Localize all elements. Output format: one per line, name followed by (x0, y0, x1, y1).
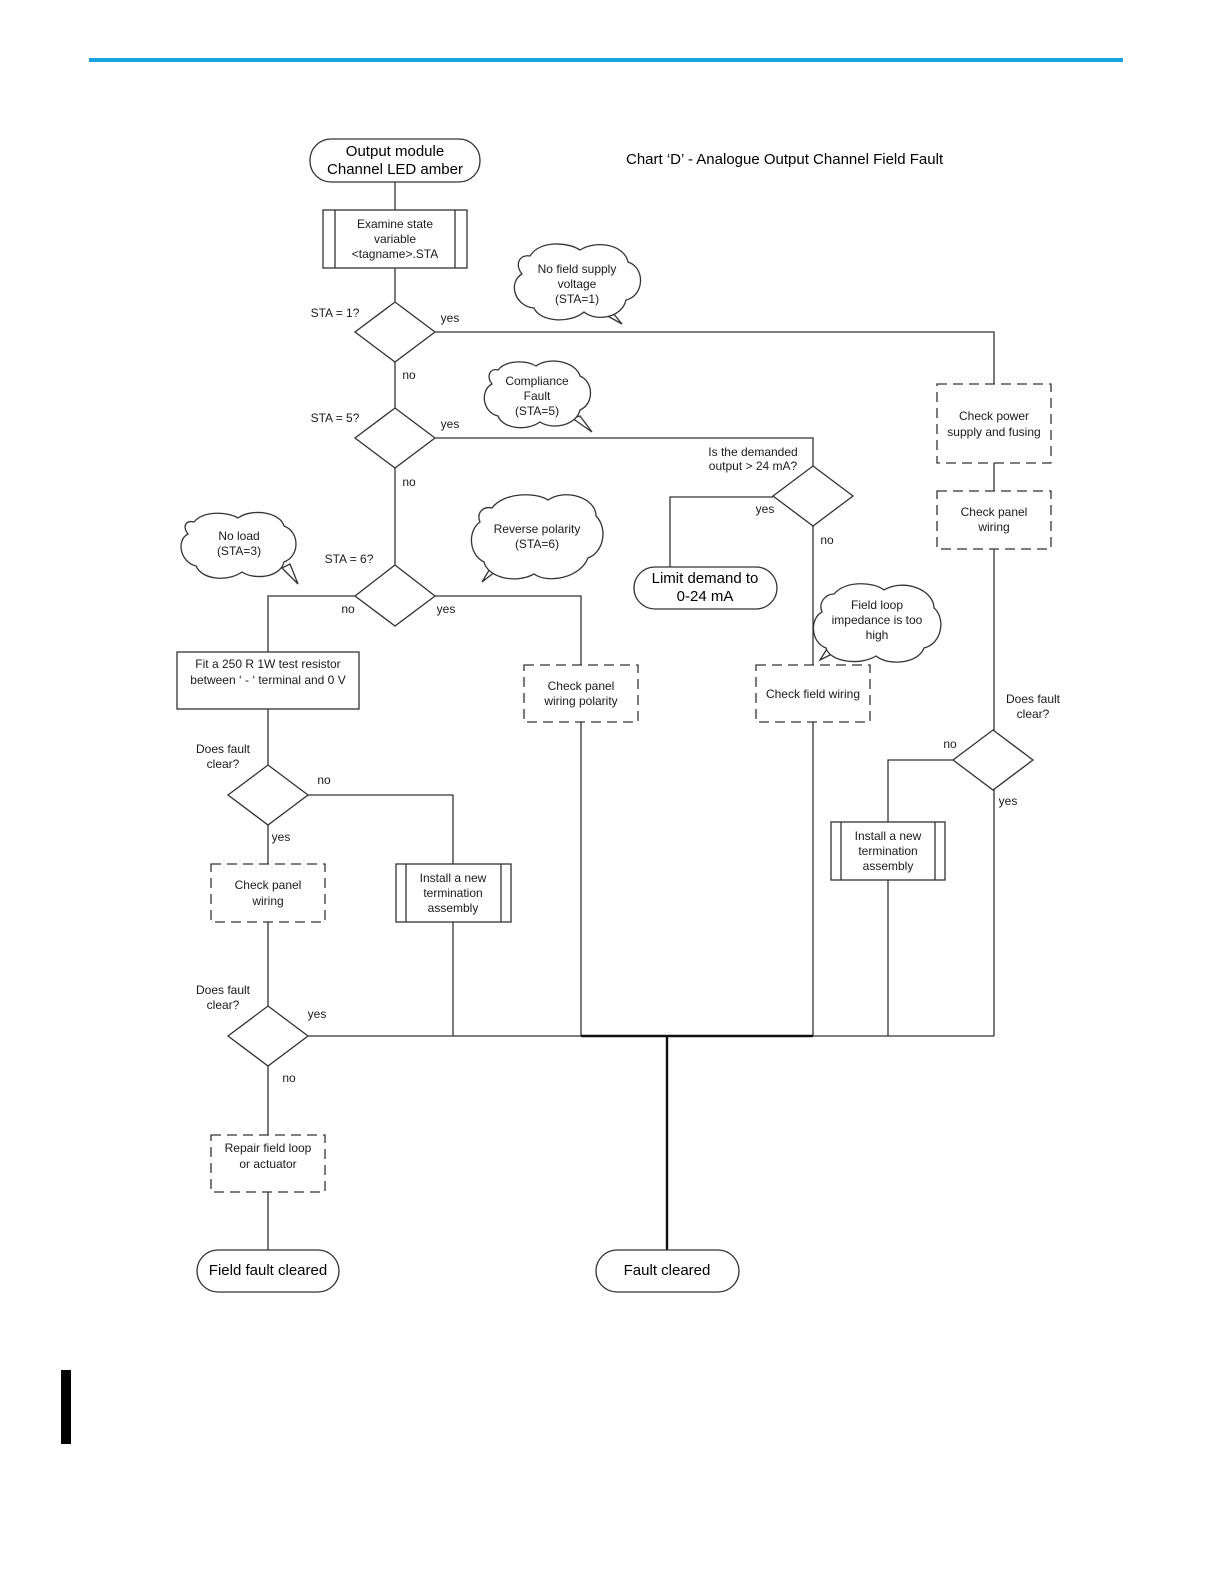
callout-text: No load (218, 529, 259, 543)
decision-label: clear? (207, 998, 240, 1012)
decision-label: clear? (207, 757, 240, 771)
callout-field-loop-impedance: Field loop impedance is too high (812, 583, 942, 663)
decision-label: Does fault (196, 742, 251, 756)
process-text: variable (374, 232, 416, 246)
process-text: termination (858, 844, 917, 858)
end-text: Fault cleared (624, 1262, 711, 1279)
yes-label: yes (756, 502, 775, 516)
end-field-fault-cleared: Field fault cleared (196, 1249, 340, 1293)
yes-label: yes (441, 311, 460, 325)
callout-text: Fault (524, 389, 551, 403)
install-termination-right: Install a new termination assembly (830, 821, 946, 881)
process-text: wiring (977, 520, 1009, 534)
process-text: Examine state (357, 217, 433, 231)
install-termination-mid: Install a new termination assembly (395, 863, 512, 923)
decision-sta-1: STA = 1? (311, 301, 437, 363)
process-text: Check panel (235, 878, 302, 892)
decision-label: output > 24 mA? (709, 459, 798, 473)
limit-text: 0-24 mA (677, 588, 734, 605)
decision-label: Does fault (1006, 692, 1061, 706)
process-text: Install a new (420, 871, 487, 885)
check-field-wiring-box: Check field wiring (755, 664, 871, 723)
decision-sta-5: STA = 5? (311, 407, 437, 469)
start-text: Channel LED amber (327, 161, 463, 178)
process-text: Fit a 250 R 1W test resistor (195, 657, 340, 671)
process-text: Install a new (855, 829, 922, 843)
yes-label: yes (437, 602, 456, 616)
callout-text: Field loop (851, 598, 903, 612)
branch-labels: yes no yes no no yes yes no no yes yes n… (272, 311, 1018, 1085)
examine-state-box: Examine state variable <tagname>.STA (322, 209, 468, 269)
process-text: assembly (428, 901, 479, 915)
callout-text: (STA=5) (515, 404, 559, 418)
check-power-supply-box: Check power supply and fusing (936, 383, 1052, 464)
callout-text: (STA=1) (555, 292, 599, 306)
process-text: wiring polarity (543, 694, 617, 708)
process-text: assembly (863, 859, 914, 873)
connector-lines (267, 182, 995, 1250)
chart-title: Chart ‘D’ - Analogue Output Channel Fiel… (626, 151, 944, 168)
process-text: Check panel (548, 679, 615, 693)
process-text: Check panel (961, 505, 1028, 519)
decision-label: STA = 5? (311, 411, 360, 425)
repair-field-loop-box: Repair field loop or actuator (210, 1134, 326, 1193)
decision-fault-clear-b: Does fault clear? (196, 983, 310, 1067)
process-text: supply and fusing (947, 425, 1040, 439)
yes-label: yes (441, 417, 460, 431)
no-label: no (402, 475, 416, 489)
callout-text: (STA=3) (217, 544, 261, 558)
no-label: no (341, 602, 355, 616)
process-text: Check power (959, 409, 1029, 423)
limit-text: Limit demand to (652, 570, 759, 587)
callout-text: high (866, 628, 889, 642)
no-label: no (402, 368, 416, 382)
start-node: Output module Channel LED amber (309, 138, 481, 183)
decision-label: clear? (1017, 707, 1050, 721)
process-text: wiring (251, 894, 283, 908)
decision-label: STA = 6? (325, 552, 374, 566)
end-fault-cleared: Fault cleared (595, 1249, 740, 1293)
decision-fault-clear-a: Does fault clear? (196, 742, 310, 826)
callout-no-field-supply: No field supply voltage (STA=1) (513, 243, 642, 325)
check-panel-wiring-left-box: Check panel wiring (210, 863, 326, 923)
process-text: termination (423, 886, 482, 900)
start-text: Output module (346, 143, 444, 160)
process-text: Repair field loop (225, 1141, 312, 1155)
callout-compliance-fault: Compliance Fault (STA=5) (483, 360, 593, 433)
process-text: Check field wiring (766, 687, 860, 701)
callout-text: voltage (558, 277, 597, 291)
callout-reverse-polarity: Reverse polarity (STA=6) (470, 494, 604, 583)
process-text: between ‘ - ‘ terminal and 0 V (190, 673, 345, 687)
decision-label: STA = 1? (311, 306, 360, 320)
limit-demand-node: Limit demand to 0-24 mA (633, 566, 778, 610)
yes-label: yes (308, 1007, 327, 1021)
yes-label: yes (272, 830, 291, 844)
yes-label: yes (999, 794, 1018, 808)
check-wiring-polarity-box: Check panel wiring polarity (523, 664, 639, 723)
header-accent-bar (89, 58, 1123, 62)
decision-fault-clear-right: Does fault clear? (951, 692, 1061, 791)
no-label: no (317, 773, 331, 787)
change-bar (61, 1370, 71, 1444)
no-label: no (943, 737, 957, 751)
callout-text: impedance is too (832, 613, 923, 627)
decision-label: Does fault (196, 983, 251, 997)
fit-resistor-box: Fit a 250 R 1W test resistor between ‘ -… (176, 651, 360, 710)
check-panel-wiring-right-box: Check panel wiring (936, 490, 1052, 550)
process-text: <tagname>.STA (352, 247, 439, 261)
callout-text: No field supply (538, 262, 617, 276)
decision-label: Is the demanded (708, 445, 797, 459)
process-text: or actuator (239, 1157, 296, 1171)
callout-no-load: No load (STA=3) (180, 511, 299, 585)
decision-sta-6: STA = 6? (325, 552, 437, 627)
decision-over-24ma: Is the demanded output > 24 mA? (708, 445, 855, 527)
no-label: no (282, 1071, 296, 1085)
callout-text: (STA=6) (515, 537, 559, 551)
callout-text: Reverse polarity (494, 522, 581, 536)
callout-text: Compliance (505, 374, 569, 388)
no-label: no (820, 533, 834, 547)
end-text: Field fault cleared (209, 1262, 327, 1279)
